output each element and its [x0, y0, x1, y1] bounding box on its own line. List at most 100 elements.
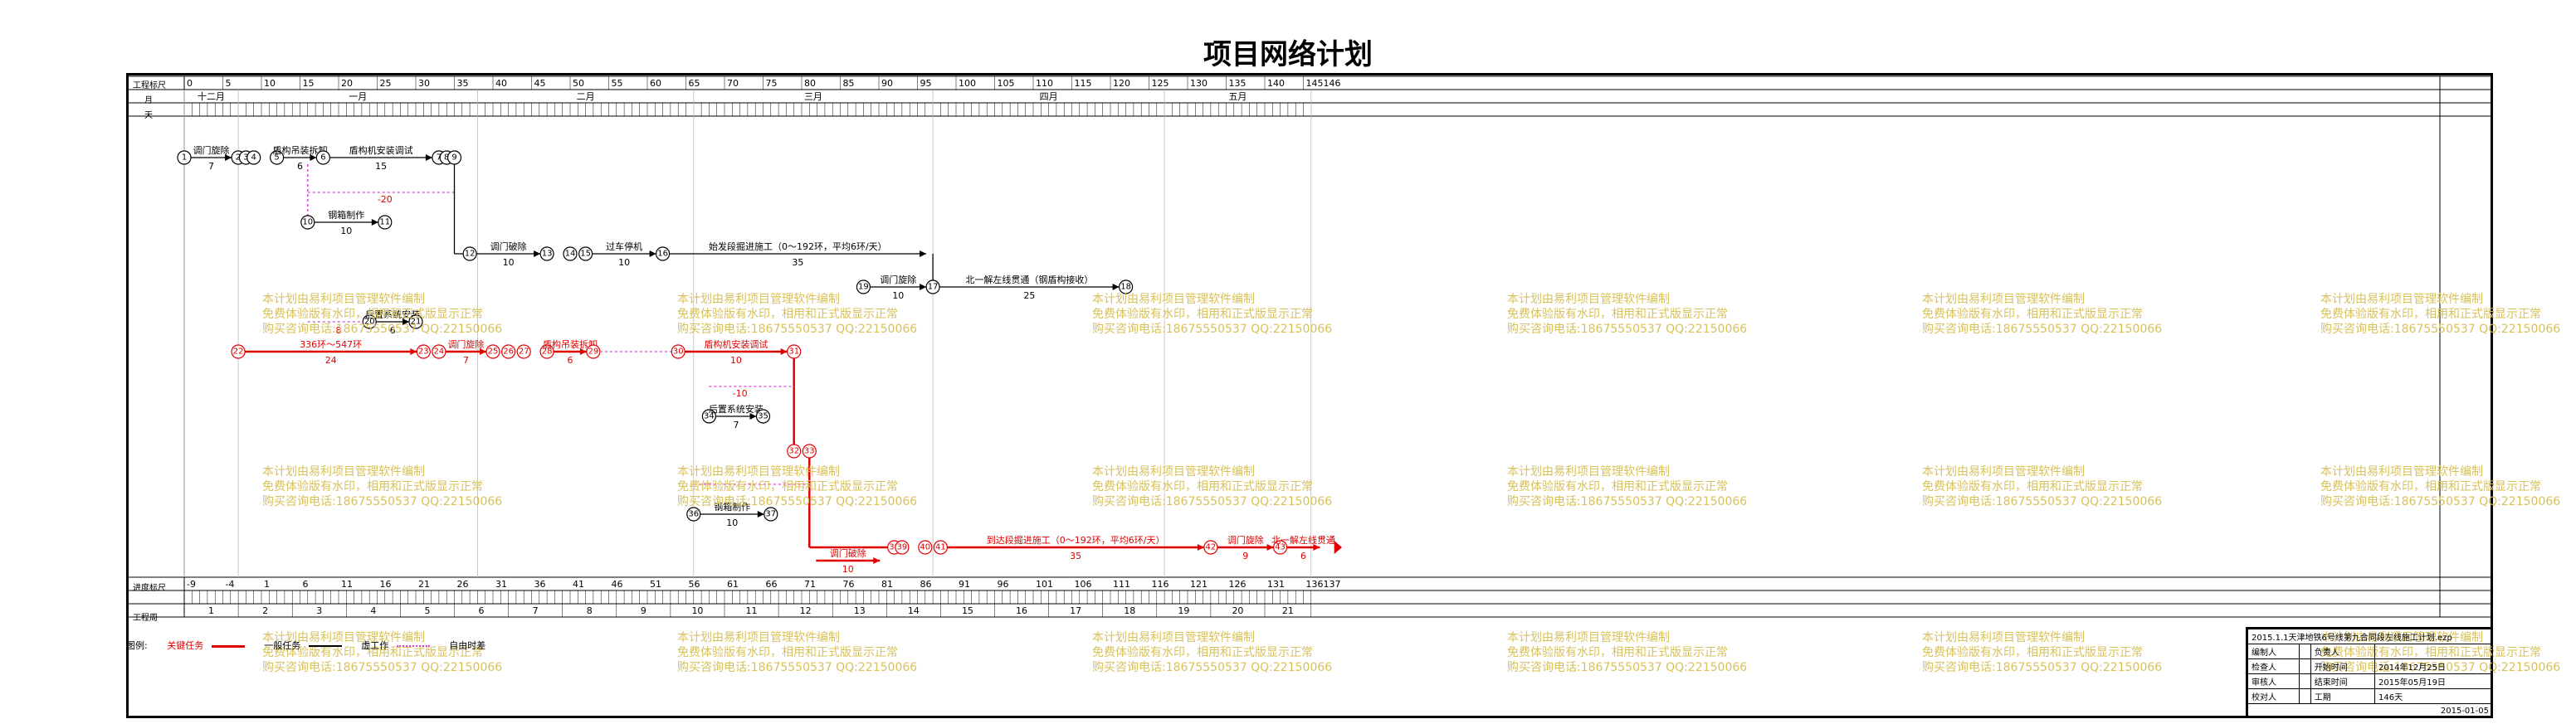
scale-tick-label: 130 — [1190, 78, 1208, 89]
event-node-number: 19 — [858, 283, 869, 292]
tb-key: 开始时间 — [2310, 658, 2376, 674]
event-node-number: 11 — [379, 218, 390, 227]
task-upper-1-arrowhead — [225, 154, 232, 161]
event-node-number: 1 — [182, 153, 187, 163]
scale-tick-label: 45 — [534, 78, 546, 89]
event-node-number: 29 — [588, 347, 599, 357]
task-upper-break-arrowhead — [534, 250, 541, 257]
free-float-value: 8 — [336, 325, 342, 336]
task-upper-remove-label: 调门旋除 — [880, 274, 916, 285]
task-upper-through-duration: 25 — [1023, 290, 1035, 301]
scale-tick-label: 125 — [1152, 78, 1169, 89]
task-critical-4-duration: 10 — [730, 355, 742, 366]
progress-tick-label: 21 — [418, 579, 430, 590]
legend-normal-label: 一般任务 — [264, 640, 301, 651]
task-critical-2-arrowhead — [480, 348, 486, 355]
tb-key: 工期 — [2310, 688, 2376, 704]
progress-tick-label: 31 — [495, 579, 507, 590]
week-number: 10 — [691, 605, 703, 616]
scale-tick-label: 95 — [920, 78, 932, 89]
event-node-number: 32 — [788, 447, 799, 456]
task-critical-1-label: 336环～547环 — [300, 339, 362, 350]
month-name: 十二月 — [198, 90, 225, 102]
tb-val — [2298, 688, 2311, 704]
event-node-number: 41 — [935, 543, 946, 552]
week-number: 2 — [262, 605, 268, 616]
scale-tick-label: 60 — [650, 78, 661, 89]
scale-tick-label: 30 — [418, 78, 430, 89]
event-node-number: 13 — [542, 250, 553, 259]
progress-tick-label: 126 — [1229, 579, 1247, 590]
task-upper-remove-duration: 10 — [892, 290, 904, 301]
scale-tick-label: 65 — [689, 78, 700, 89]
task-upper-stop-label: 过车停机 — [606, 241, 642, 252]
month-name: 五月 — [1228, 91, 1247, 102]
task-lower-backup-duration: 7 — [733, 420, 739, 430]
legend-float-label: 自由时差 — [449, 640, 486, 651]
event-node-number: 4 — [251, 153, 256, 163]
task-critical-remove-duration: 9 — [1242, 551, 1248, 561]
event-node-number: 24 — [434, 347, 445, 357]
scale-tick-label: 90 — [881, 78, 893, 89]
page-title: 项目网络计划 — [1203, 38, 1373, 71]
event-node-number: 37 — [765, 510, 776, 519]
free-float-value: -10 — [733, 388, 748, 399]
legend-title: 图例: — [126, 640, 148, 651]
task-lower-steelbox-arrowhead — [757, 511, 764, 517]
progress-tick-label: 41 — [573, 579, 584, 590]
week-number: 8 — [587, 605, 593, 616]
progress-tick-label: -4 — [226, 579, 235, 590]
progress-tick-label: 136137 — [1306, 579, 1341, 590]
task-upper-3-label: 盾构机安装调试 — [349, 144, 413, 156]
tb-key: 校对人 — [2247, 688, 2300, 704]
event-node-number: 15 — [580, 250, 591, 259]
tb-key: 结束时间 — [2310, 673, 2376, 689]
event-node-number: 42 — [1206, 543, 1217, 552]
progress-tick-label: 96 — [998, 579, 1009, 590]
scale-tick-label: 115 — [1075, 78, 1092, 89]
task-upper-through-label: 北一解左线贯通（钢盾构接收） — [965, 274, 1093, 285]
event-node-number: 16 — [657, 250, 668, 259]
week-number: 7 — [533, 605, 539, 616]
week-number: 4 — [370, 605, 376, 616]
progress-tick-label: -9 — [187, 579, 196, 590]
progress-tick-label: 66 — [766, 579, 778, 590]
event-node-number: 31 — [788, 347, 799, 357]
progress-tick-label: 26 — [457, 579, 469, 590]
task-upper-through-arrowhead — [1112, 284, 1120, 290]
task-critical-arrive-duration: 35 — [1070, 551, 1081, 561]
event-node — [764, 507, 778, 522]
task-critical-1-arrowhead — [410, 348, 417, 355]
event-node-number: 23 — [418, 347, 429, 357]
progress-tick-label: 1 — [264, 579, 270, 590]
event-node-number: 12 — [465, 250, 476, 259]
event-node-number: 3 — [243, 153, 248, 163]
event-node — [563, 246, 578, 261]
tb-val: 2015年05月19日 — [2374, 673, 2493, 689]
tb-val: 146天 — [2374, 688, 2493, 704]
progress-tick-label: 121 — [1190, 579, 1208, 590]
task-upper-backup-duration: 6 — [390, 325, 396, 336]
scale-tick-label: 40 — [495, 78, 507, 89]
week-number: 12 — [800, 605, 812, 616]
week-number: 18 — [1124, 605, 1135, 616]
week-number: 13 — [854, 605, 866, 616]
event-node — [1118, 279, 1134, 294]
scale-tick-label: 70 — [727, 78, 739, 89]
progress-tick-label: 6 — [303, 579, 309, 590]
event-node — [485, 344, 500, 359]
event-node-number: 28 — [542, 347, 553, 357]
week-number: 11 — [746, 605, 758, 616]
event-node — [787, 444, 802, 459]
event-node-number: 20 — [364, 318, 375, 327]
task-lower-steelbox-duration: 10 — [726, 517, 738, 528]
task-upper-launch-duration: 35 — [792, 257, 803, 268]
progress-tick-label: 76 — [843, 579, 855, 590]
event-node-number: 9 — [451, 153, 456, 163]
progress-tick-label: 101 — [1036, 579, 1053, 590]
week-number: 20 — [1232, 605, 1243, 616]
event-node-number: 2 — [236, 153, 241, 163]
task-critical-3-duration: 6 — [568, 355, 573, 366]
week-number: 17 — [1070, 605, 1081, 616]
